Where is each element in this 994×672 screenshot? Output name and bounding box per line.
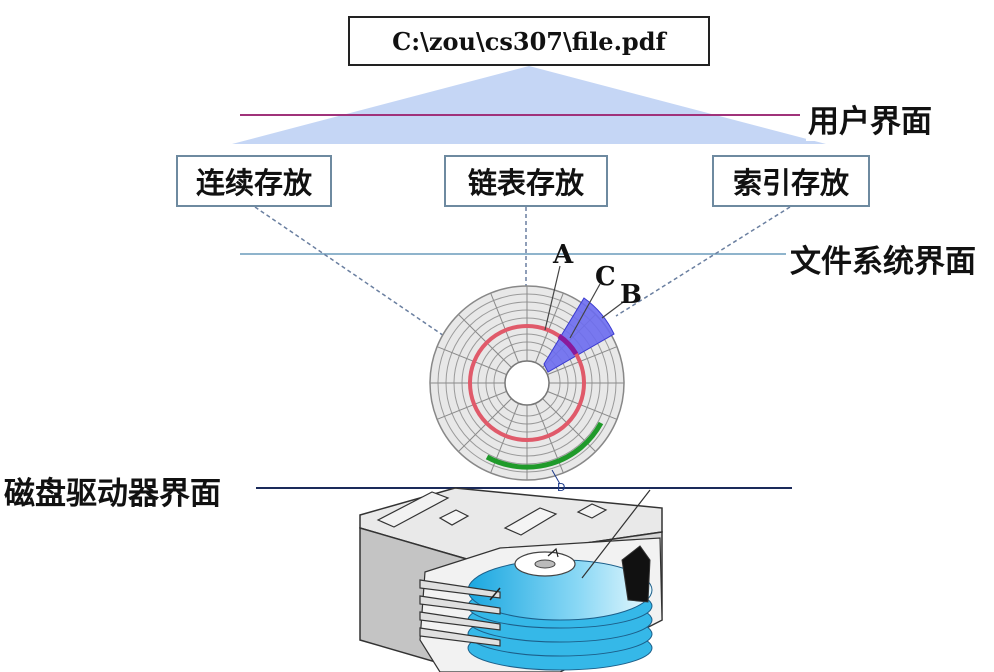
- contiguous-block-arc: [485, 421, 604, 470]
- file-path-text: C:\zou\cs307\file.pdf: [392, 26, 666, 56]
- connector-contiguous: [254, 206, 451, 341]
- disk-label-a: A: [553, 240, 574, 270]
- hard-drive-illustration: [359, 487, 663, 672]
- abstraction-triangle: [232, 66, 826, 144]
- file-path-box: C:\zou\cs307\file.pdf: [348, 16, 710, 66]
- connector-indexed: [615, 206, 791, 317]
- filesystem-interface-label: 文件系统界面: [788, 236, 978, 281]
- disk-label-b: B: [620, 280, 642, 310]
- storage-method-linked: 链表存放: [444, 155, 608, 207]
- storage-method-indexed: 索引存放: [712, 155, 870, 207]
- user-interface-label: 用户界面: [806, 96, 934, 141]
- disk-top-view: [429, 265, 627, 485]
- disk-driver-interface-label: 磁盘驱动器界面: [2, 468, 223, 513]
- storage-method-label: 连续存放: [195, 166, 312, 200]
- disk-label-d: D: [557, 481, 566, 494]
- disk-label-c: C: [595, 262, 616, 292]
- storage-method-label: 索引存放: [732, 166, 849, 200]
- storage-method-contiguous: 连续存放: [176, 155, 332, 207]
- track-ring: [468, 324, 586, 442]
- storage-method-label: 链表存放: [467, 166, 584, 200]
